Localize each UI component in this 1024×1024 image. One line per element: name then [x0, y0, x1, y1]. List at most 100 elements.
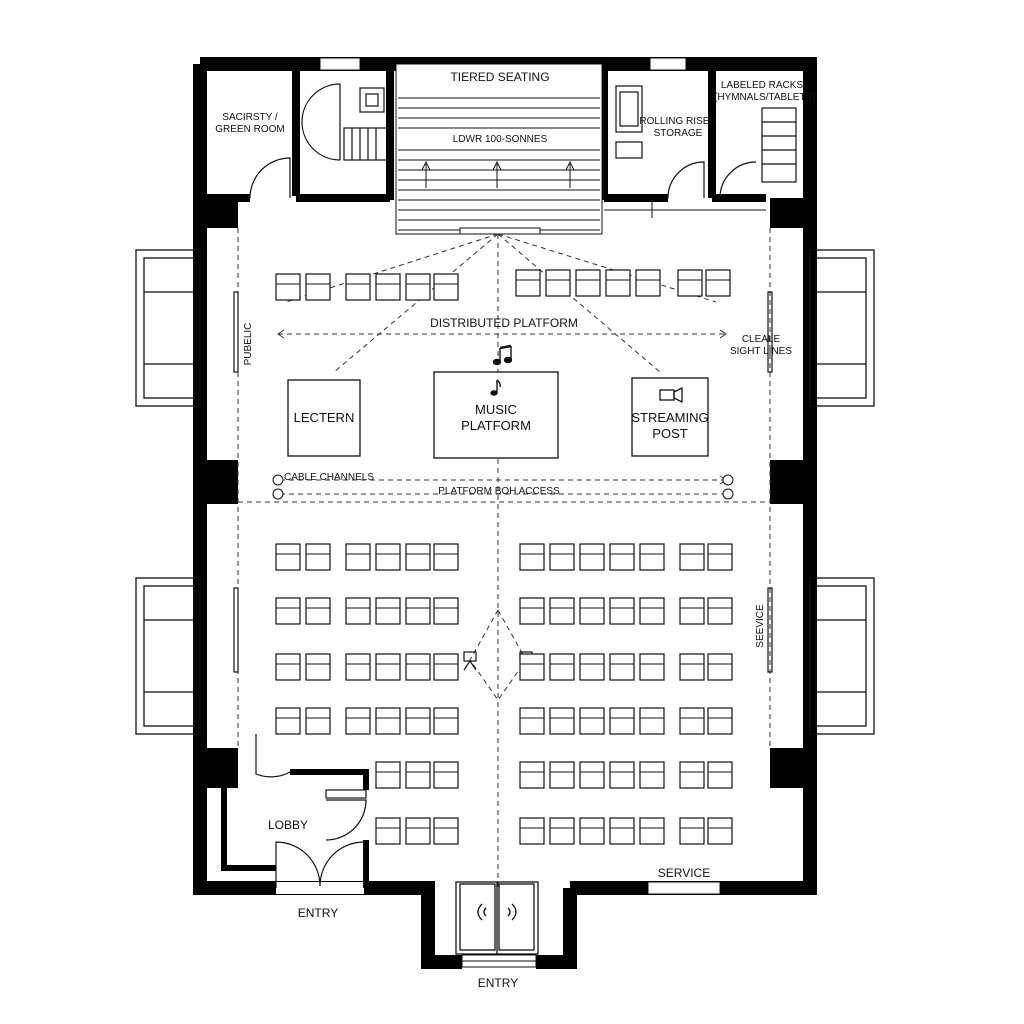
public-label: PUBELIC	[243, 322, 254, 366]
seat	[549, 543, 575, 571]
hymnal-racks	[761, 107, 797, 183]
seat	[579, 597, 605, 625]
sacristy-doors	[249, 83, 389, 199]
seat	[579, 761, 605, 789]
sacristy-label: SACIRSTY / GREEN ROOM	[210, 112, 290, 136]
seat	[433, 543, 459, 571]
seat	[639, 543, 665, 571]
side-rails	[233, 291, 773, 673]
seat	[549, 817, 575, 845]
seat	[275, 707, 301, 735]
seat	[549, 653, 575, 681]
seat	[305, 543, 331, 571]
music-platform-box	[433, 371, 559, 459]
seat	[579, 817, 605, 845]
hymnals-text: (HYMNALS/TABLETS)	[714, 92, 816, 103]
seating-blocks	[275, 269, 733, 845]
seat	[345, 653, 371, 681]
seat	[405, 543, 431, 571]
seat	[275, 273, 301, 301]
seat	[549, 761, 575, 789]
service-bottom-label[interactable]: SERVICE	[657, 866, 711, 880]
seat	[375, 761, 401, 789]
double-door-icon	[455, 881, 539, 955]
seat	[275, 597, 301, 625]
sacristy-text: SACIRSTY /	[222, 112, 278, 123]
platform-text: PLATFORM	[461, 418, 531, 433]
seat	[575, 269, 601, 297]
seat	[679, 761, 705, 789]
seat	[679, 653, 705, 681]
platform-access-label: PLATFORM BOH ACCESS	[438, 486, 560, 497]
seat	[639, 817, 665, 845]
seat	[639, 707, 665, 735]
seat	[707, 597, 733, 625]
seat	[433, 273, 459, 301]
storage-text: STORAGE	[653, 128, 703, 139]
seat	[519, 707, 545, 735]
seat	[519, 817, 545, 845]
seat	[405, 597, 431, 625]
seat	[433, 761, 459, 789]
seat	[707, 817, 733, 845]
seat	[433, 653, 459, 681]
seat	[679, 543, 705, 571]
seat	[405, 707, 431, 735]
seat	[433, 707, 459, 735]
seat	[405, 817, 431, 845]
rolling-riser-text: ROLLING RISER	[639, 116, 717, 127]
seat	[433, 597, 459, 625]
cable-channel-points	[272, 474, 734, 500]
wall-piers	[194, 198, 816, 788]
seat	[707, 761, 733, 789]
seat	[305, 707, 331, 735]
seat	[305, 653, 331, 681]
music-text: MUSIC	[475, 402, 517, 417]
seat	[549, 707, 575, 735]
seat	[305, 273, 331, 301]
seat	[707, 543, 733, 571]
stage-boxes	[287, 371, 709, 459]
seat	[677, 269, 703, 297]
seat	[433, 817, 459, 845]
seat	[375, 817, 401, 845]
seat	[545, 269, 571, 297]
clear-sightlines-label: CLEALE SIGHT LINES	[716, 334, 806, 358]
seat	[519, 597, 545, 625]
racks-label: LABELED RACKS (HYMNALS/TABLETS)	[714, 80, 816, 104]
lectern-label: LECTERN	[293, 410, 355, 425]
seat	[705, 269, 731, 297]
seat	[405, 761, 431, 789]
camera-icon	[659, 386, 683, 404]
music-note-icon	[490, 344, 513, 396]
seat	[679, 597, 705, 625]
seat	[375, 543, 401, 571]
seat	[345, 597, 371, 625]
tiered-seating-label: TIERED SEATING	[450, 70, 550, 84]
entry-left-label[interactable]: ENTRY	[297, 906, 339, 920]
seat	[639, 761, 665, 789]
cable-channels-label: CABLE CHANNELS	[284, 472, 375, 483]
service-side-label: SEEVICE	[755, 604, 766, 648]
streaming-text: STREAMING	[631, 410, 709, 425]
seat	[549, 597, 575, 625]
entry-bottom-label[interactable]: ENTRY	[477, 976, 519, 990]
seat	[375, 707, 401, 735]
seat	[305, 597, 331, 625]
seat	[609, 543, 635, 571]
seat	[275, 543, 301, 571]
distributed-platform-label: DISTRIBUTED PLATFORM	[430, 316, 578, 330]
clear-sightlines-line2: SIGHT LINES	[729, 346, 793, 357]
seat	[405, 653, 431, 681]
seat	[345, 543, 371, 571]
post-text: POST	[652, 426, 688, 441]
seat	[579, 707, 605, 735]
entry-vestibule	[370, 881, 577, 969]
seat	[707, 707, 733, 735]
seat	[679, 817, 705, 845]
seat	[707, 653, 733, 681]
streaming-post-box	[631, 377, 709, 457]
seat	[639, 597, 665, 625]
seat	[609, 707, 635, 735]
